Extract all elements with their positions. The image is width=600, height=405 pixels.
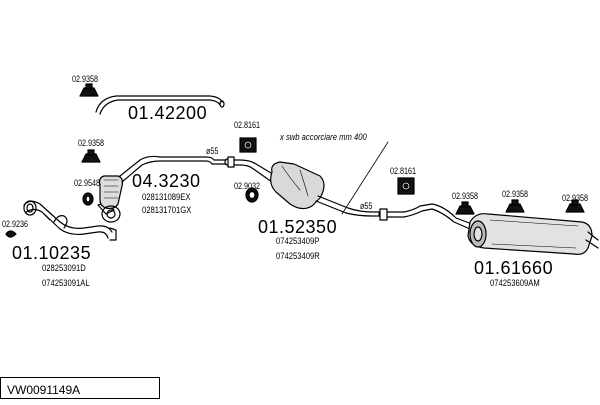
fitting-number: 02.9358 — [562, 193, 589, 203]
connector-pipe-drawing — [227, 156, 277, 183]
fitting-number: 02.9032 — [234, 181, 261, 191]
fitting-number: 02.9358 — [72, 74, 99, 84]
reference-number: 028131701GX — [142, 205, 192, 215]
fitting-number: 02.8161 — [390, 166, 417, 176]
clamp-icon — [239, 137, 257, 153]
reference-number: 074253409R — [276, 251, 320, 261]
reference-number: 074253409P — [276, 236, 320, 246]
middle-silencer-drawing — [270, 161, 384, 218]
part-number-catalyst: 04.3230 — [132, 171, 201, 191]
diagram-code-box: VW0091149A — [0, 377, 160, 399]
reference-number: 028131089EX — [142, 192, 191, 202]
diameter-label: ø55 — [360, 201, 373, 211]
catalyst-drawing — [98, 155, 230, 223]
center-pipe-drawing — [95, 95, 225, 115]
gasket-icon — [82, 192, 94, 206]
clamp-icon — [81, 149, 101, 163]
part-number-front-pipe: 01.10235 — [12, 243, 92, 263]
fitting-number: 02.8161 — [234, 120, 261, 130]
part-number-middle-silencer: 01.52350 — [258, 217, 338, 237]
part-number-rear-silencer: 01.61660 — [474, 258, 554, 278]
gasket-icon — [5, 230, 17, 238]
fitting-number: 02.9358 — [452, 191, 479, 201]
fitting-number: 02.9358 — [502, 189, 529, 199]
length-note: x swb accorciare mm 400 — [280, 132, 367, 142]
clamp-icon — [505, 199, 525, 213]
clamp-icon — [397, 177, 415, 195]
fitting-number: 02.9548 — [74, 178, 101, 188]
reference-number: 028253091D — [42, 263, 86, 273]
fitting-number: 02.9358 — [78, 138, 105, 148]
part-number-center-pipe: 01.42200 — [128, 103, 208, 123]
front-pipe-drawing — [23, 200, 117, 241]
rear-silencer-drawing — [379, 203, 599, 255]
clamp-icon — [455, 201, 475, 215]
diagram-code: VW0091149A — [7, 383, 81, 397]
reference-number: 074253609AM — [490, 278, 540, 288]
note-leader-line — [341, 141, 389, 215]
fitting-number: 02.9236 — [2, 219, 29, 229]
reference-number: 074253091AL — [42, 278, 90, 288]
clamp-icon — [565, 199, 585, 213]
diameter-label: ø55 — [206, 146, 219, 156]
rubber-mount-icon — [245, 187, 259, 203]
clamp-icon — [79, 83, 99, 97]
